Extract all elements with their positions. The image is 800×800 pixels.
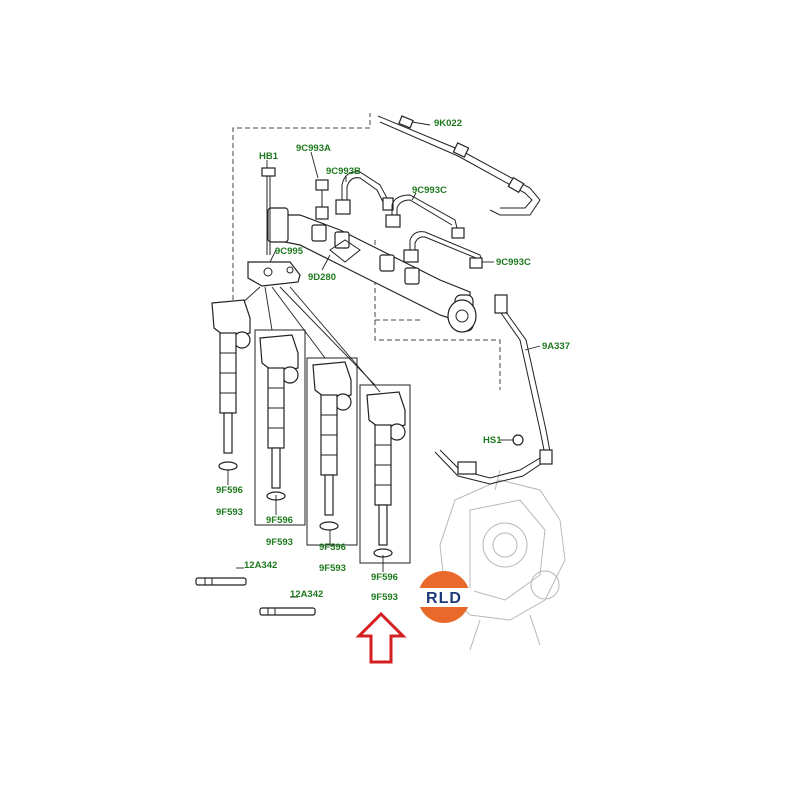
label-9c993c-top: 9C993C [412, 185, 447, 196]
label-9c993a: 9C993A [296, 143, 331, 154]
label-9c995: 9C995 [275, 246, 304, 257]
injector-pipes [315, 171, 483, 269]
label-9a337: 9A337 [542, 341, 570, 352]
injector-4-box [359, 384, 411, 564]
label-9f593-3: 9F593 [319, 563, 346, 574]
label-9f593-4: 9F593 [371, 592, 398, 603]
label-9f596-3: 9F596 [319, 542, 346, 553]
injector-3 [312, 361, 352, 531]
label-hb1: HB1 [259, 151, 279, 162]
label-9f596-1: 9F596 [216, 485, 243, 496]
label-9d280: 9D280 [308, 272, 336, 283]
red-up-arrow-icon [355, 611, 407, 664]
injector-2-box [254, 329, 306, 526]
injector-1 [211, 299, 251, 471]
glow-plug-1 [195, 577, 247, 586]
label-9f596-2: 9F596 [266, 515, 293, 526]
glow-plug-2 [259, 607, 316, 616]
label-leaders [227, 121, 541, 598]
feed-pipe-9a337 [434, 294, 553, 485]
injector-3-box [306, 357, 358, 546]
label-hs1: HS1 [483, 435, 502, 446]
label-9c993b: 9C993B [326, 166, 361, 177]
injector-4 [366, 391, 406, 558]
label-12a342-1: 12A342 [244, 560, 277, 571]
clamp-9c995 [247, 261, 301, 287]
injector-2 [259, 334, 299, 501]
return-line-9k022 [377, 115, 541, 216]
rld-logo-text: RLD [426, 590, 462, 607]
fuel-rail-9d280 [267, 207, 477, 333]
label-12a342-2: 12A342 [290, 589, 323, 600]
bolt-hb1 [261, 167, 276, 255]
label-9c993c-right: 9C993C [496, 257, 531, 268]
clamp-leader-lines [239, 286, 381, 393]
label-9f596-4: 9F596 [371, 572, 398, 583]
high-pressure-pump-ghost [439, 469, 566, 651]
label-9f593-1: 9F593 [216, 507, 243, 518]
rld-logo: RLD [414, 571, 474, 623]
label-9f593-2: 9F593 [266, 537, 293, 548]
label-9k022: 9K022 [434, 118, 462, 129]
